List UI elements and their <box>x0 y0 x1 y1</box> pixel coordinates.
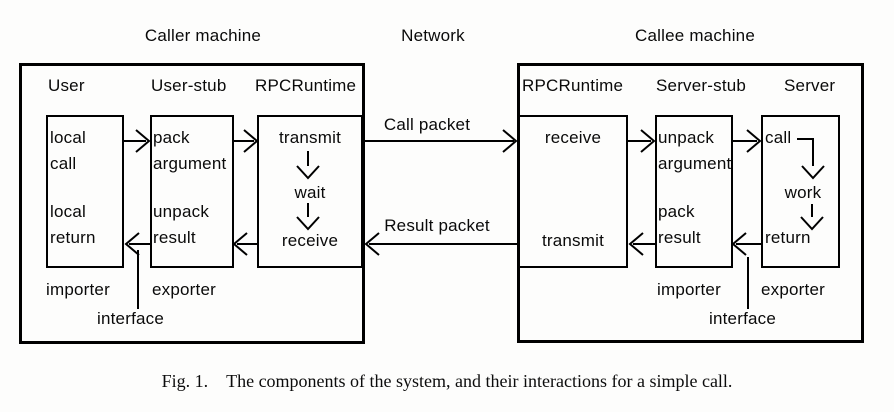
caller-importer-label: importer <box>46 280 110 299</box>
caller-rpc-wait: wait <box>294 183 326 202</box>
call-packet-label: Call packet <box>383 115 471 134</box>
caller-header-user-stub: User-stub <box>151 76 227 95</box>
figure-caption: Fig. 1. The components of the system, and… <box>0 371 894 392</box>
callee-machine-label: Callee machine <box>635 26 755 45</box>
caller-header-rpcruntime: RPCRuntime <box>255 76 357 95</box>
callee-rpc-receive: receive <box>544 128 602 147</box>
user-box-line-local: local <box>50 128 86 147</box>
server-stub-box <box>655 115 733 268</box>
server-line-call: call <box>765 128 792 147</box>
user-box-line-return: return <box>50 228 96 247</box>
callee-interface-label: interface <box>709 309 777 328</box>
caller-machine-label: Caller machine <box>144 26 262 45</box>
user-stub-line-argument: argument <box>153 154 227 173</box>
callee-importer-label: importer <box>657 280 721 299</box>
user-stub-line-result: result <box>153 228 196 247</box>
user-box-line-call: call <box>50 154 77 173</box>
server-box <box>761 115 840 268</box>
server-stub-line-pack: pack <box>658 202 695 221</box>
user-stub-line-unpack: unpack <box>153 202 210 221</box>
server-stub-line-argument: argument <box>658 154 732 173</box>
user-stub-line-pack: pack <box>153 128 190 147</box>
callee-header-rpcruntime: RPCRuntime <box>522 76 624 95</box>
callee-rpcruntime-box <box>518 115 628 268</box>
server-stub-line-result: result <box>658 228 701 247</box>
caller-interface-label: interface <box>97 309 165 328</box>
user-box <box>46 115 124 268</box>
callee-header-server: Server <box>784 76 836 95</box>
callee-rpc-transmit: transmit <box>541 231 605 250</box>
server-line-work: work <box>784 183 822 202</box>
caller-rpc-receive: receive <box>281 231 339 250</box>
figure-caption-text: The components of the system, and their … <box>226 371 733 391</box>
callee-exporter-label: exporter <box>761 280 825 299</box>
caller-machine-box <box>19 63 365 344</box>
network-label: Network <box>401 26 465 45</box>
server-line-return: return <box>765 228 811 247</box>
user-stub-box <box>150 115 234 268</box>
callee-header-server-stub: Server-stub <box>656 76 747 95</box>
figure-caption-number: Fig. 1. <box>161 371 209 391</box>
caller-rpc-transmit: transmit <box>278 128 342 147</box>
result-packet-label: Result packet <box>384 216 490 235</box>
caller-exporter-label: exporter <box>152 280 216 299</box>
user-box-line-local2: local <box>50 202 86 221</box>
caller-rpcruntime-box <box>257 115 363 268</box>
caller-header-user: User <box>48 76 85 95</box>
arrow-result-packet <box>364 232 519 256</box>
server-stub-line-unpack: unpack <box>658 128 715 147</box>
